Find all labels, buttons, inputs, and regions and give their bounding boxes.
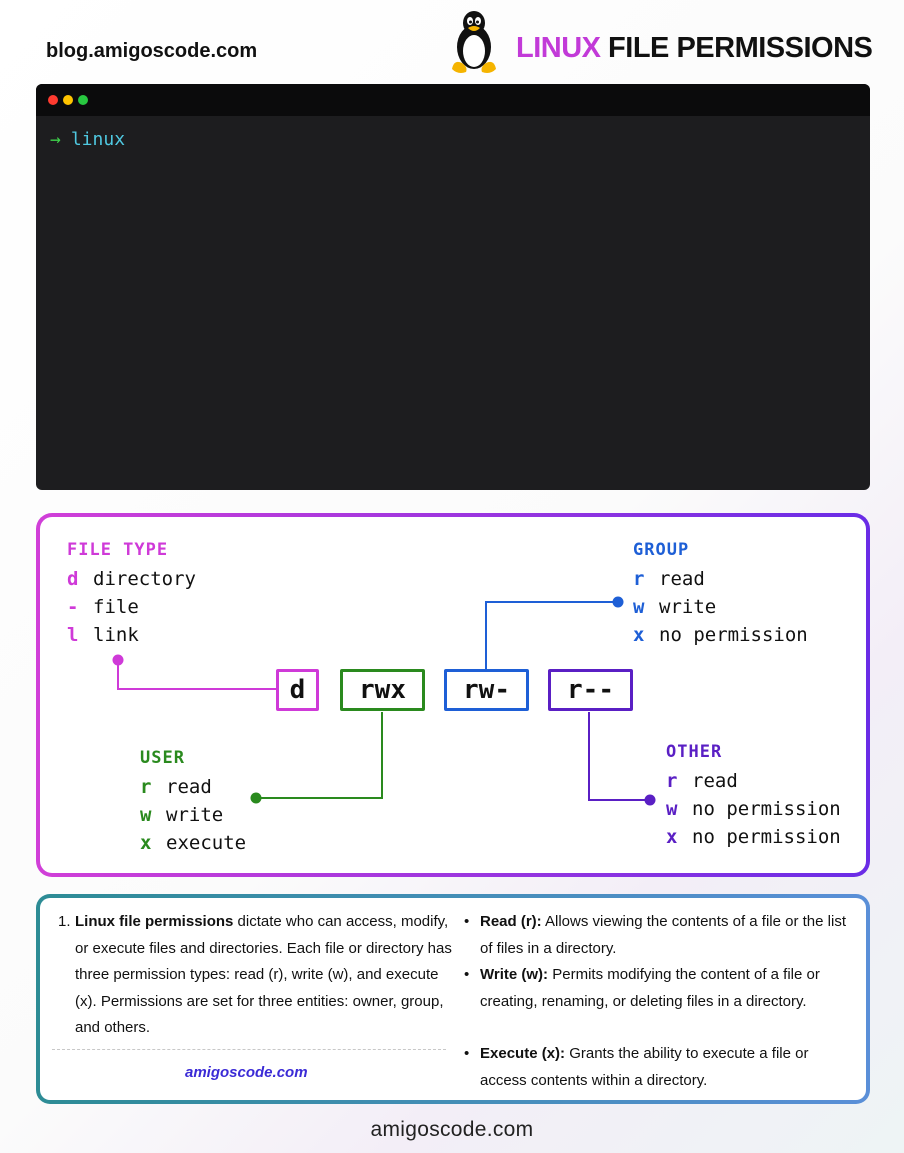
title-accent: LINUX xyxy=(516,32,601,64)
info-paragraph-bold: Linux file permissions xyxy=(75,913,234,930)
terminal-command: linux xyxy=(70,129,126,150)
bullet-icon: • xyxy=(464,966,470,983)
terminal-title-bar xyxy=(36,84,870,116)
user-permission-box: rwx xyxy=(340,669,425,711)
group-permission-box: rw- xyxy=(444,669,529,711)
terminal-prompt[interactable]: → linux xyxy=(50,129,125,150)
site-url[interactable]: blog.amigoscode.com xyxy=(46,40,258,62)
info-paragraph-text: dictate who can access, modify, or execu… xyxy=(75,913,452,1036)
page-title: LINUX FILE PERMISSIONS xyxy=(516,32,873,65)
other-permission-box: r-- xyxy=(548,669,633,711)
info-card xyxy=(36,894,870,1104)
info-list-number: 1. xyxy=(58,913,71,930)
file-type-box: d xyxy=(276,669,319,711)
bullet-icon: • xyxy=(464,1045,470,1062)
maximize-window-icon[interactable] xyxy=(78,95,88,105)
file-type-item: -file xyxy=(67,596,139,618)
other-title: OTHER xyxy=(666,742,723,762)
linux-tux-icon xyxy=(452,11,496,73)
title-rest: FILE PERMISSIONS xyxy=(600,32,873,64)
user-title: USER xyxy=(140,748,185,768)
group-title: GROUP xyxy=(633,540,690,560)
bullet-read: Read (r): Allows viewing the contents of… xyxy=(480,913,846,957)
minimize-window-icon[interactable] xyxy=(63,95,73,105)
terminal-window: → linux xyxy=(36,84,870,490)
footer-brand[interactable]: amigoscode.com xyxy=(370,1118,534,1141)
bullet-execute: Execute (x): Grants the ability to execu… xyxy=(480,1045,809,1089)
info-paragraph: Linux file permissions dictate who can a… xyxy=(75,909,455,1042)
file-type-title: FILE TYPE xyxy=(67,540,169,560)
close-window-icon[interactable] xyxy=(48,95,58,105)
dashed-divider xyxy=(52,1049,446,1050)
brand-link[interactable]: amigoscode.com xyxy=(185,1064,308,1081)
prompt-arrow-icon: → xyxy=(50,129,61,150)
bullet-icon: • xyxy=(464,913,470,930)
bullet-write: Write (w): Permits modifying the content… xyxy=(480,966,820,1010)
